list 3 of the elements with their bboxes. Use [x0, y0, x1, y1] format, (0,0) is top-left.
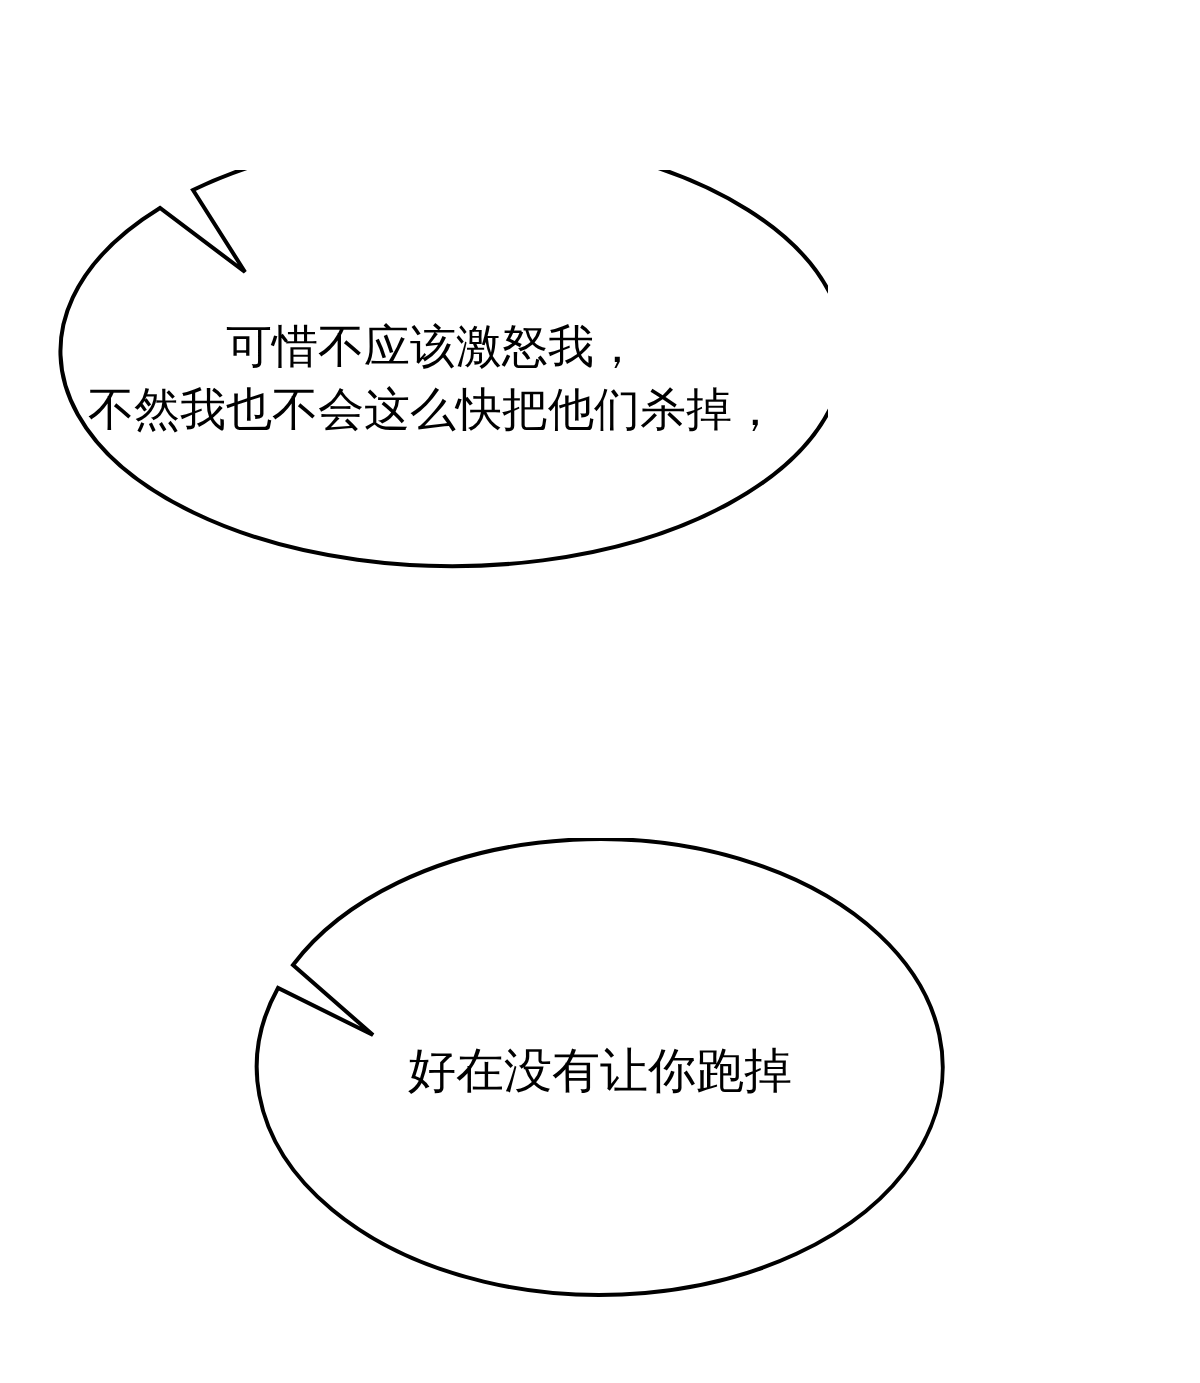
bubble-text: 好在没有让你跑掉: [407, 1041, 793, 1100]
bubble-text: 可惜不应该激怒我，不然我也不会这么快把他们杀掉，: [86, 318, 779, 438]
speech-bubble: [253, 838, 945, 1298]
